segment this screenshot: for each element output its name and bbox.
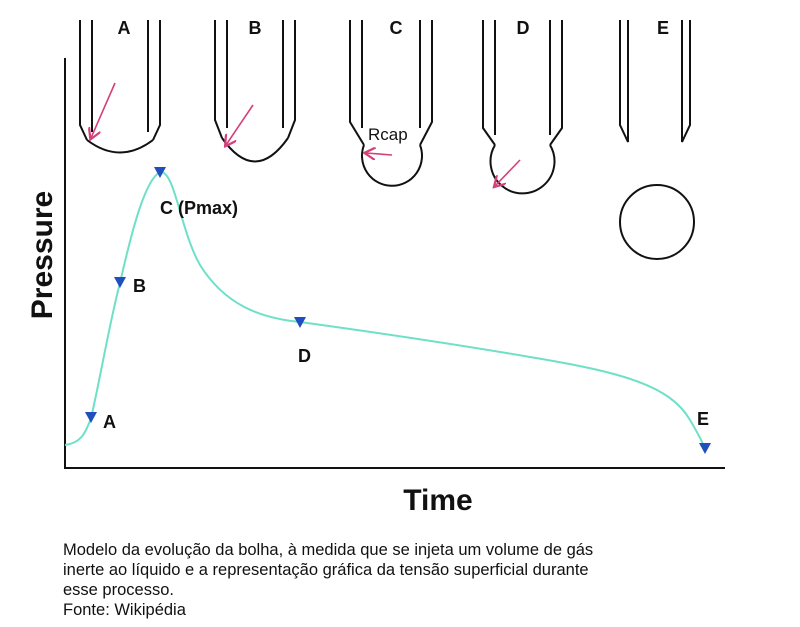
- y-axis-label: Pressure: [26, 191, 59, 319]
- point-label-b: B: [133, 276, 146, 296]
- figure-caption: Modelo da evolução da bolha, à medida qu…: [63, 540, 743, 620]
- caption-line: inerte ao líquido e a representação gráf…: [63, 561, 589, 579]
- point-label-c: C (Pmax): [160, 198, 238, 218]
- stage-label-a: A: [118, 18, 131, 38]
- point-label-e: E: [697, 409, 709, 429]
- caption-source: Fonte: Wikipédia: [63, 601, 186, 619]
- capillary-c: [349, 20, 433, 187]
- point-label-a: A: [103, 412, 116, 432]
- marker-c: [154, 167, 166, 178]
- capillary-e: [619, 20, 695, 260]
- caption-line: Modelo da evolução da bolha, à medida qu…: [63, 541, 594, 559]
- stage-label-e: E: [657, 18, 669, 38]
- capillary-d: [482, 20, 563, 195]
- rcap-label: Rcap: [368, 125, 408, 144]
- point-label-d: D: [298, 346, 311, 366]
- pressure-curve: [64, 171, 706, 449]
- capillary-b: [214, 20, 296, 163]
- detached-bubble: [619, 184, 695, 260]
- axes: [64, 58, 725, 469]
- marker-b: [114, 277, 126, 288]
- marker-a: [85, 412, 97, 423]
- capillary-a: [79, 20, 161, 154]
- x-axis-label: Time: [403, 484, 472, 517]
- stage-label-d: D: [517, 18, 530, 38]
- caption-line: esse processo.: [63, 581, 174, 599]
- marker-d: [294, 317, 306, 328]
- radius-arrows: [91, 82, 521, 186]
- stage-label-c: C: [390, 18, 403, 38]
- marker-e: [699, 443, 711, 454]
- stage-label-b: B: [249, 18, 262, 38]
